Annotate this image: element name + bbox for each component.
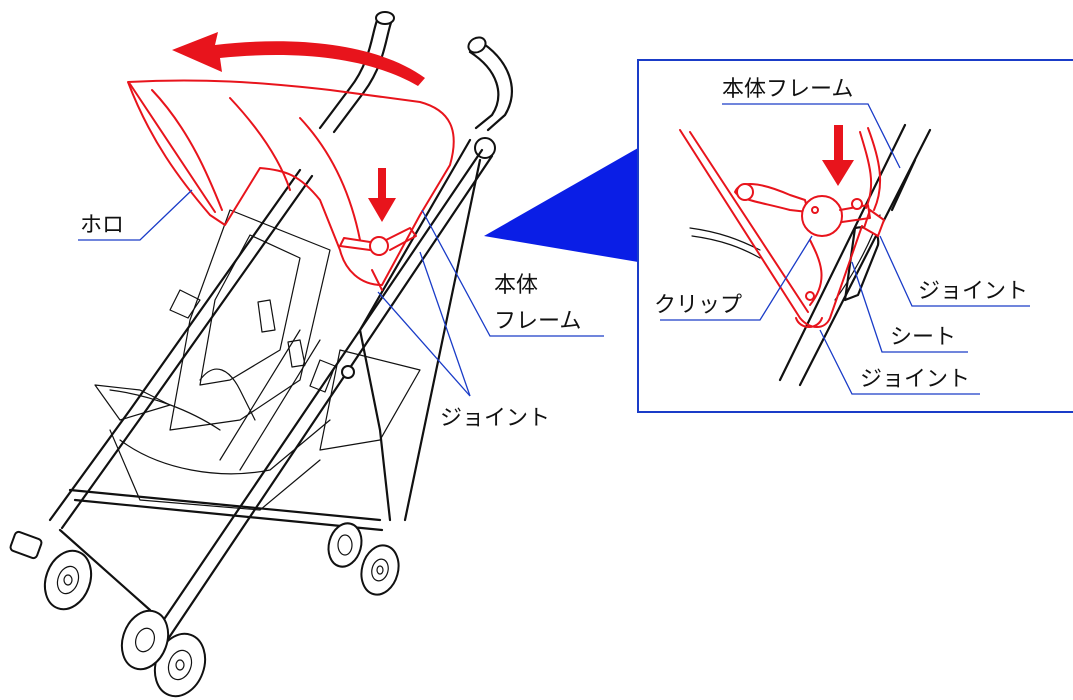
label-clip: クリップ xyxy=(654,293,742,318)
label-joint-detail-upper: ジョイント xyxy=(918,279,1028,304)
canopy xyxy=(127,79,455,291)
arrow-down-icon xyxy=(368,168,396,222)
stroller-handles xyxy=(318,11,513,159)
label-joint-main: ジョイント xyxy=(440,406,550,431)
label-joint-detail-lower: ジョイント xyxy=(860,367,970,392)
labels: ホロ 本体 フレーム ジョイント 本体フレーム クリップ ジョイント シート ジ… xyxy=(80,77,1028,431)
leader-lines xyxy=(78,103,1030,397)
label-frame-main-line2: フレーム xyxy=(494,309,581,334)
label-frame-main-line1: 本体 xyxy=(494,273,538,298)
wheel-front-left xyxy=(9,530,93,611)
curved-arrow-left-icon xyxy=(172,32,425,86)
detail-inset xyxy=(637,59,1073,413)
zoom-wedge xyxy=(484,148,638,262)
stroller-frame xyxy=(48,138,494,650)
stroller-wheels xyxy=(9,522,400,698)
label-canopy: ホロ xyxy=(80,213,124,238)
canopy-bracket-detail xyxy=(679,127,886,328)
label-seat: シート xyxy=(890,325,956,350)
arrow-down-icon xyxy=(822,125,854,186)
stroller-seat xyxy=(94,209,421,511)
stroller-illustration xyxy=(9,11,513,698)
label-frame-detail: 本体フレーム xyxy=(722,77,853,102)
wheel-rear-left xyxy=(327,522,363,568)
detail-border xyxy=(637,59,1073,413)
wheel-front-right xyxy=(120,609,207,698)
wheel-rear-right xyxy=(360,544,400,596)
